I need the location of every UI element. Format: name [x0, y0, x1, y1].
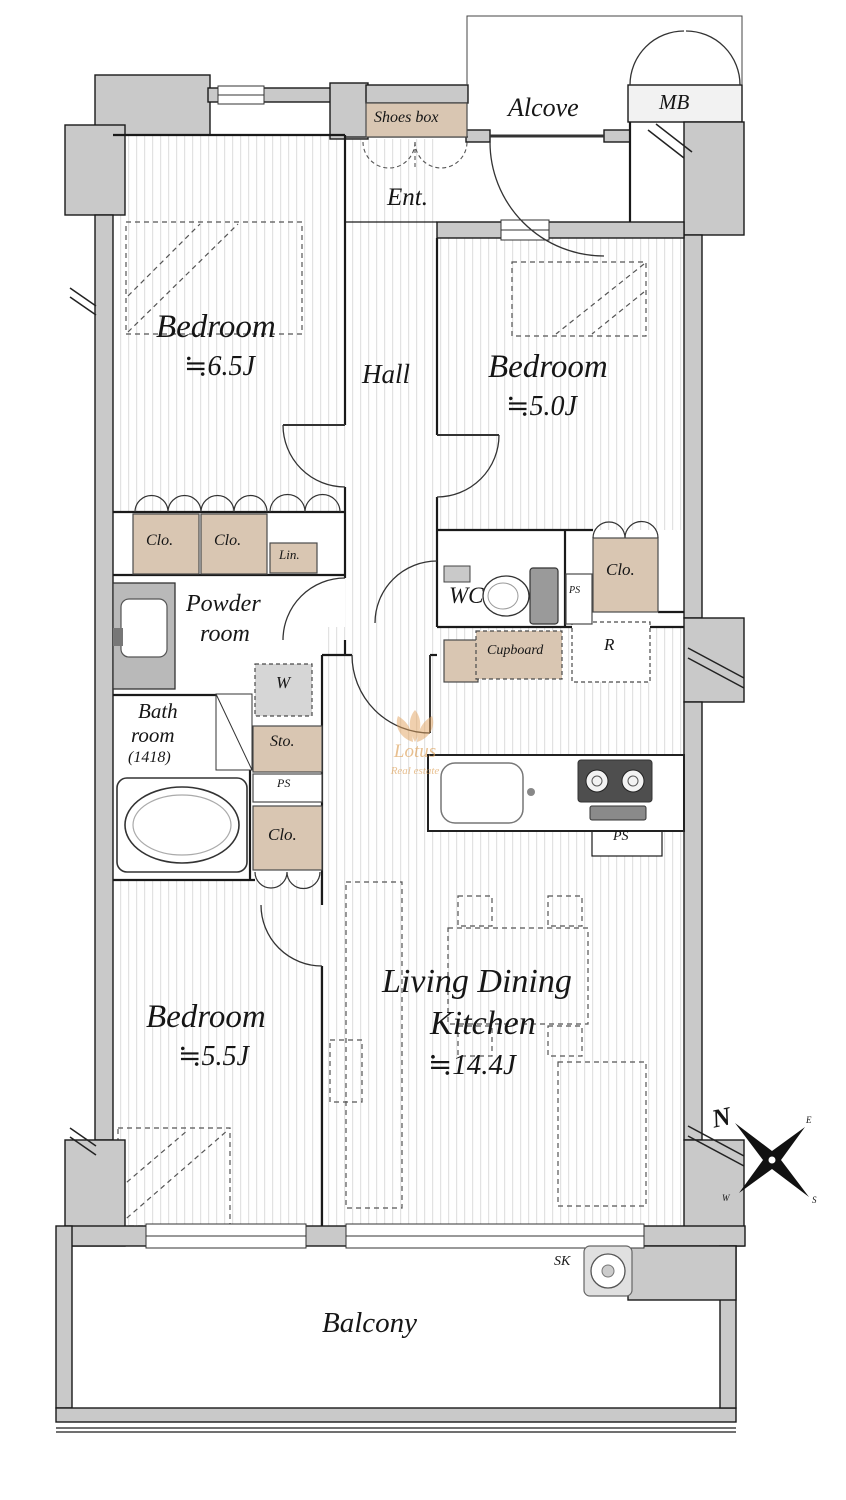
bathroom-size-label: (1418) — [128, 749, 171, 766]
entrance-door-arc — [489, 141, 605, 257]
slop-sink-icon — [583, 1245, 633, 1297]
alcove-boundary — [466, 15, 743, 85]
bath-door-icon — [215, 693, 253, 771]
wall-hatch-marks — [69, 123, 745, 1167]
storage-label: Sto. — [270, 733, 295, 750]
closet-boxes — [132, 102, 663, 871]
ps-wc-label: PS — [569, 585, 581, 596]
shoes-box-label: Shoes box — [374, 109, 439, 126]
closet-right — [592, 537, 659, 613]
hall-label: Hall — [362, 359, 411, 389]
powder-room-label-1: Powder — [186, 591, 261, 617]
compass-east-label: E — [806, 1115, 812, 1125]
bedroom3-name-label: Bedroom — [146, 999, 266, 1035]
closet-b — [200, 513, 268, 575]
balcony-label: Balcony — [322, 1307, 418, 1339]
compass-south-label: S — [812, 1195, 817, 1205]
closet-a-label: Clo. — [146, 532, 174, 549]
ldk-label-1: Living Dining — [382, 963, 572, 1000]
compass-west-label: W — [722, 1193, 730, 1203]
kitchen-sink-icon — [440, 762, 524, 824]
floor-stripes — [113, 135, 684, 1226]
bedroom2-door-arc — [436, 434, 500, 498]
entrance-label: Ent. — [387, 184, 428, 211]
closet-bifold-arcs — [134, 493, 659, 890]
cupboard-label: Cupboard — [487, 643, 544, 658]
furniture-dashed — [117, 221, 647, 1227]
door-arcs — [260, 30, 741, 967]
slop-sink-label: SK — [554, 1254, 571, 1269]
toilet-icon — [443, 565, 559, 625]
linen-label: Lin. — [279, 547, 300, 562]
balcony-rail-lines — [56, 1427, 736, 1433]
powder-room-label-2: room — [200, 621, 250, 647]
closet-a — [132, 513, 200, 575]
mb-door-arc-left — [629, 30, 685, 86]
ldk-size-label: ≒14.4J — [428, 1049, 516, 1081]
closet-bath-label: Clo. — [268, 825, 297, 844]
compass-icon — [735, 1123, 809, 1197]
watermark-text-2: Real estate — [390, 765, 440, 777]
storage-box — [252, 725, 323, 773]
washer-box — [254, 663, 313, 717]
bedroom3-size-label: ≒5.5J — [178, 1041, 249, 1072]
shoes-box-door-arcs — [362, 141, 468, 170]
closet-b-label: Clo. — [214, 532, 242, 549]
closet-bath-side — [252, 805, 323, 871]
bedroom1-size-label: ≒6.5J — [184, 351, 255, 382]
kitchen-counter-icon — [427, 754, 685, 832]
watermark-text-1: Lotus — [393, 741, 437, 762]
linen-box — [269, 542, 318, 574]
washer-label: W — [276, 673, 291, 692]
bathtub-icon — [116, 777, 248, 873]
bedroom1-name-label: Bedroom — [156, 309, 276, 345]
bedroom1-door-arc — [282, 424, 346, 488]
cupboard-box — [475, 630, 563, 680]
lotus-icon — [396, 710, 434, 742]
cupboard-small — [443, 639, 479, 683]
wc-label: WC — [449, 583, 484, 608]
powder-sink-icon — [112, 582, 176, 690]
ps-box-powder — [252, 773, 323, 803]
ps-box-wc — [565, 573, 593, 625]
ldk-label-2: Kitchen — [430, 1005, 536, 1042]
shoes-box — [365, 102, 468, 138]
windows — [145, 85, 645, 1249]
powder-door-arc — [282, 577, 346, 641]
refrigerator-box — [571, 621, 651, 683]
bedroom3-door-arc — [260, 904, 323, 967]
refrigerator-label: R — [604, 635, 615, 654]
wc-door-arc — [374, 560, 438, 624]
bathroom-label-1: Bath — [138, 699, 178, 723]
bedroom2-name-label: Bedroom — [488, 349, 608, 385]
stove-icon — [577, 759, 653, 821]
mb-door-arc-right — [685, 30, 741, 86]
ps-kitchen-label: PS — [613, 829, 629, 844]
ps-powder-label: PS — [277, 776, 291, 790]
bedroom2-size-label: ≒5.0J — [506, 391, 577, 422]
closet-right-label: Clo. — [606, 560, 635, 579]
bathroom-label-2: room — [131, 723, 175, 747]
alcove-label: Alcove — [508, 93, 579, 122]
mb-label: MB — [659, 90, 690, 114]
